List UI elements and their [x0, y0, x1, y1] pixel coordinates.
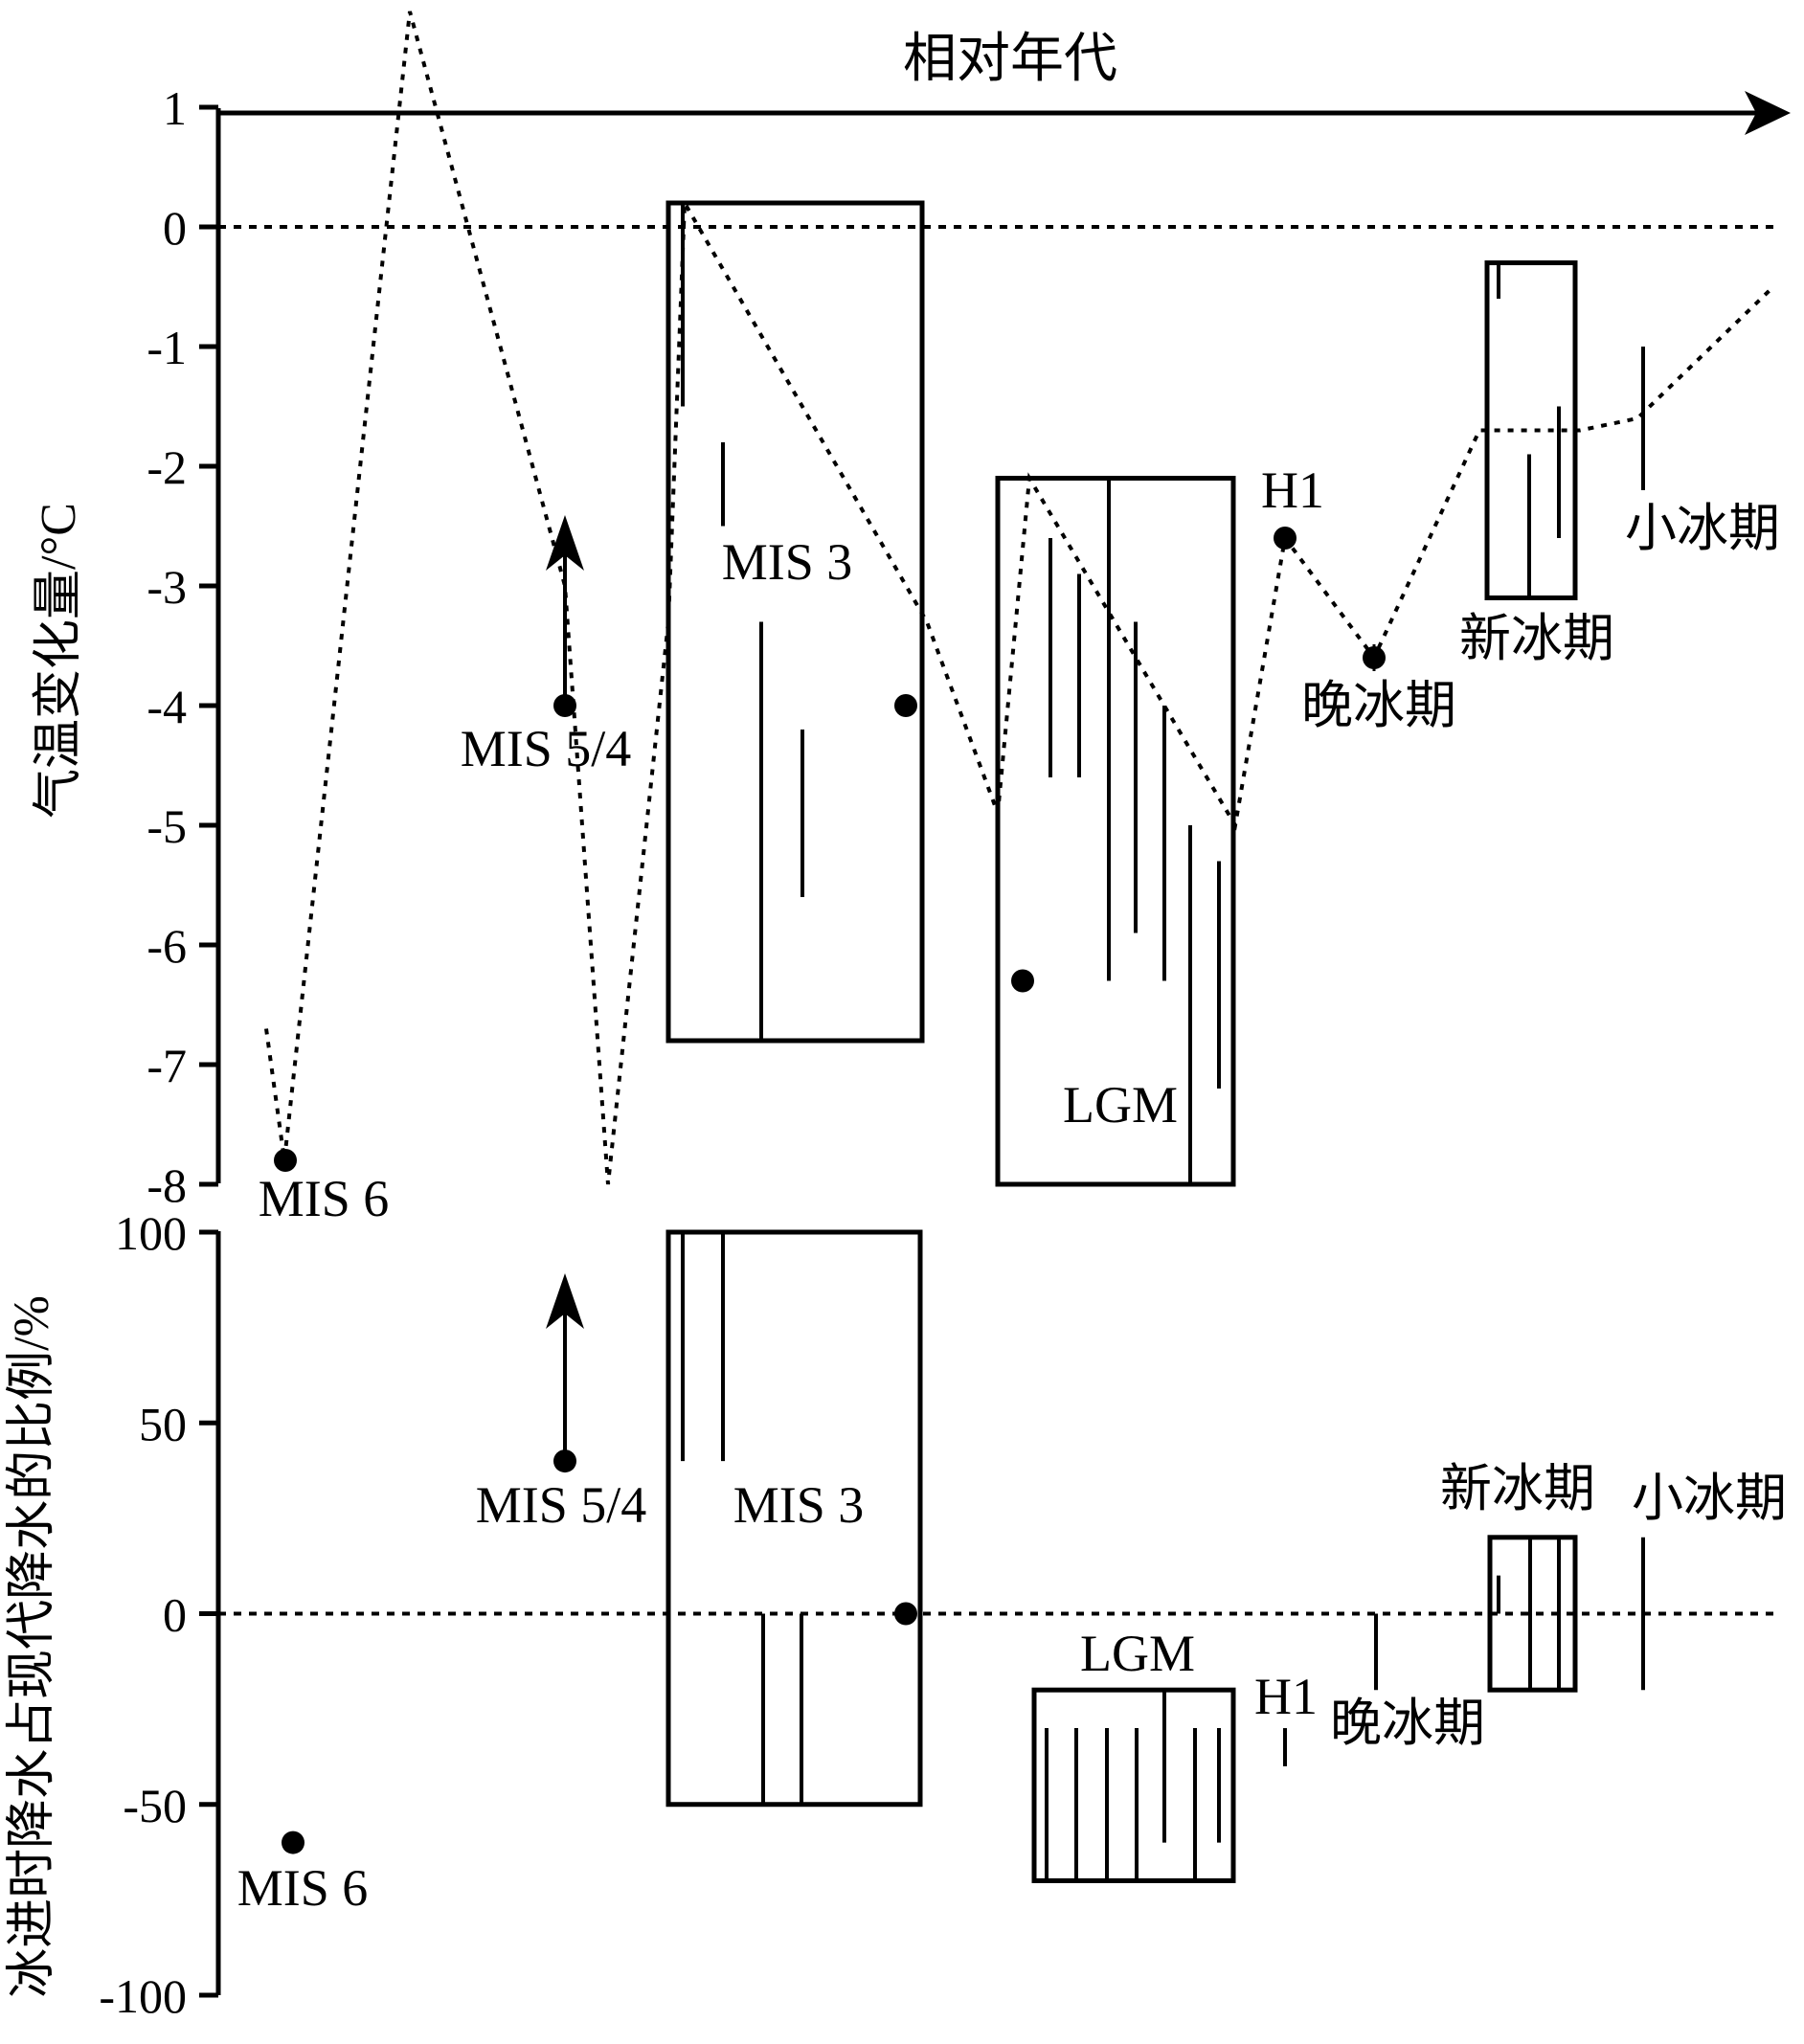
data-point: [894, 1602, 917, 1626]
top-y-tick-label: -8: [147, 1158, 187, 1212]
data-point: [1011, 969, 1034, 993]
range-box: [1487, 1535, 1578, 1693]
top-y-tick-label: 1: [163, 81, 187, 135]
top-y-tick-label: -5: [147, 799, 187, 853]
top-y-tick-label: -1: [147, 321, 187, 374]
period-label: H1: [1261, 461, 1324, 519]
top-y-tick-label: -4: [147, 680, 187, 733]
period-label: 新冰期: [1440, 1460, 1595, 1517]
top-y-tick-label: -6: [147, 919, 187, 973]
period-label: MIS 6: [237, 1859, 369, 1917]
range-box: [1031, 1687, 1236, 1883]
data-point: [282, 1831, 304, 1854]
period-label: MIS 3: [722, 533, 853, 591]
period-label: MIS 5/4: [461, 720, 632, 777]
up-arrow-icon: [546, 1273, 584, 1329]
top-chart-title: 相对年代: [903, 30, 1117, 89]
period-label: MIS 5/4: [476, 1476, 647, 1534]
data-point: [1274, 527, 1297, 550]
data-point: [894, 694, 917, 717]
range-box: [665, 200, 925, 1044]
bottom-y-tick-label: 100: [115, 1206, 187, 1260]
range-box: [665, 1229, 923, 1808]
top-y-tick-label: -2: [147, 440, 187, 494]
period-label: 小冰期: [1632, 1470, 1787, 1527]
bottom-y-tick-label: 50: [139, 1397, 187, 1450]
top-y-tick-label: -7: [147, 1039, 187, 1092]
period-label: 小冰期: [1625, 500, 1780, 557]
top-y-tick-label: -3: [147, 560, 187, 614]
period-label: H1: [1254, 1668, 1318, 1725]
period-label: LGM: [1080, 1625, 1195, 1682]
period-label: 晚冰期: [1330, 1695, 1485, 1752]
up-arrow-icon: [546, 515, 584, 571]
x-axis-arrowhead-icon: [1745, 91, 1791, 135]
period-label: MIS 6: [259, 1170, 390, 1227]
data-point: [274, 1149, 297, 1172]
bottom-y-label: 冰进时降水占现代降水的比例/%: [5, 1295, 59, 1998]
top-y-tick-label: 0: [163, 201, 187, 255]
period-label: 新冰期: [1459, 610, 1614, 667]
bottom-y-tick-label: -100: [99, 1969, 187, 2023]
bottom-y-tick-label: -50: [123, 1779, 187, 1832]
range-box: [995, 476, 1236, 1187]
period-label: LGM: [1063, 1076, 1178, 1134]
period-label: MIS 3: [733, 1476, 865, 1534]
top-y-label: 气温变化量/°C: [32, 503, 86, 819]
period-label: 晚冰期: [1301, 677, 1456, 734]
bottom-y-tick-label: 0: [163, 1588, 187, 1642]
